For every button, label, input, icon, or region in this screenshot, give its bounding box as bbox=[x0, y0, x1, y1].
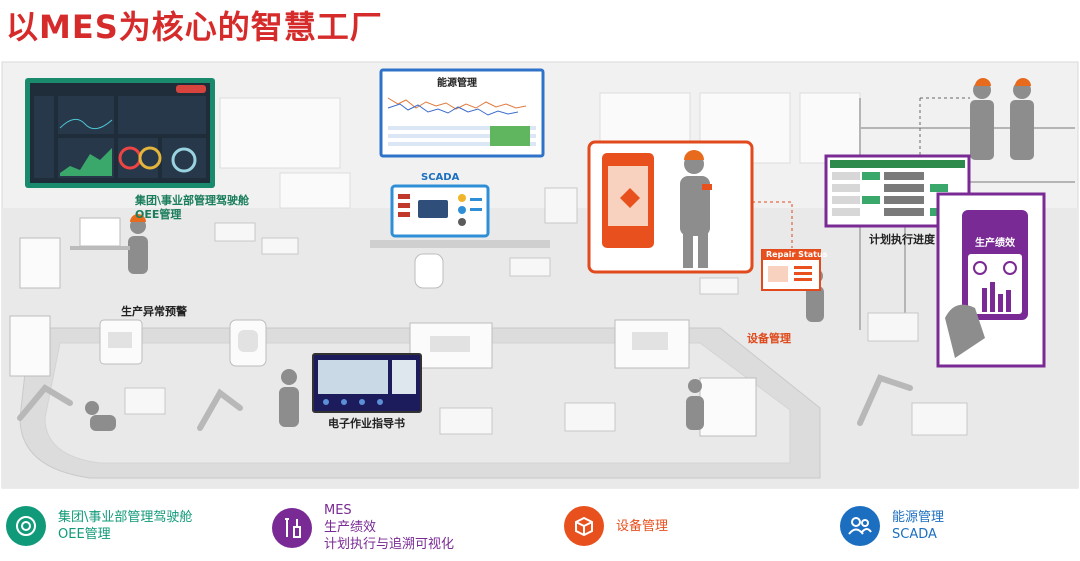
box-icon bbox=[564, 506, 604, 546]
performance-tablet bbox=[936, 192, 1046, 368]
energy-management-screen bbox=[379, 68, 545, 158]
target-icon bbox=[6, 506, 46, 546]
legend-text: 能源管理 SCADA bbox=[892, 510, 945, 542]
performance-label: 生产绩效 bbox=[975, 238, 1015, 249]
oee-label: OEE管理 bbox=[135, 208, 182, 221]
legend-text: 设备管理 bbox=[616, 518, 669, 534]
equipment-label: 设备管理 bbox=[747, 332, 791, 345]
scada-label: SCADA bbox=[421, 172, 460, 183]
cockpit-dashboard-screen bbox=[25, 78, 215, 188]
people-icon bbox=[840, 506, 880, 546]
legend-item-equipment: 设备管理 bbox=[564, 506, 668, 546]
e-sop-screen bbox=[312, 353, 422, 413]
tools-icon bbox=[272, 507, 312, 548]
legend-item-mes: MES 生产绩效 计划执行与追溯可视化 bbox=[272, 502, 454, 553]
mobile-inspection-panel bbox=[587, 140, 754, 274]
legend-text: MES 生产绩效 计划执行与追溯可视化 bbox=[324, 503, 455, 552]
scada-screen bbox=[390, 184, 490, 238]
legend-item-energy: 能源管理 SCADA bbox=[840, 506, 944, 546]
repair-status-label: Repair Status bbox=[766, 250, 828, 259]
plan-exec-label: 计划执行进度 bbox=[869, 233, 935, 246]
e-sop-label: 电子作业指导书 bbox=[328, 417, 405, 430]
legend-text: 集团\事业部管理驾驶舱 OEE管理 bbox=[58, 510, 193, 542]
repair-status-board bbox=[761, 249, 821, 291]
cockpit-label: 集团\事业部管理驾驶舱 bbox=[135, 194, 250, 207]
legend-item-cockpit: 集团\事业部管理驾驶舱 OEE管理 bbox=[6, 506, 192, 546]
page-title: 以MES为核心的智慧工厂 bbox=[6, 8, 383, 46]
anomaly-warning-label: 生产异常预警 bbox=[121, 305, 187, 318]
factory-illustration bbox=[1, 61, 1079, 489]
energy-label: 能源管理 bbox=[437, 78, 477, 89]
